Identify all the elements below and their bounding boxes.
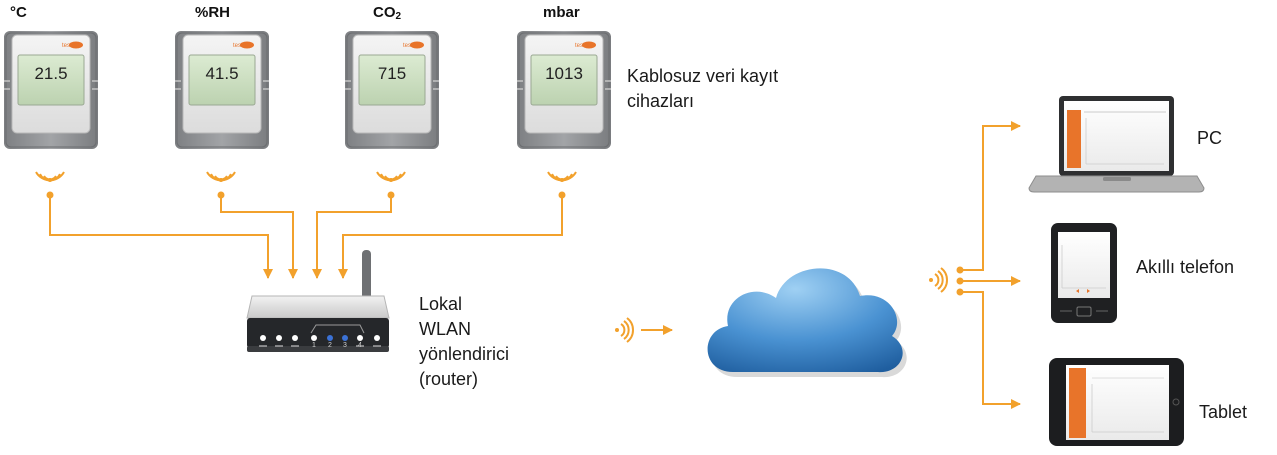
unit-label-humidity: %RH [195, 4, 231, 21]
laptop-icon [1028, 96, 1205, 193]
smartphone-icon [1051, 223, 1117, 323]
tablet-icon [1049, 358, 1184, 446]
router-port-label: 3 [343, 342, 347, 349]
logger-device-co2 [344, 30, 440, 150]
router-port-label: 1 [312, 342, 316, 349]
wlan-router [246, 250, 390, 352]
wireless-signal-icon [206, 171, 236, 183]
loggers-caption: Kablosuz veri kayıt cihazları [627, 66, 779, 111]
unit-label-co2: CO2 [373, 4, 402, 22]
wireless-signal-icon [547, 171, 577, 183]
device-connection-lines [956, 121, 1021, 409]
logger-device-pressure [516, 30, 612, 150]
wireless-signal-icon [614, 317, 634, 343]
reading-co2: 715 [377, 64, 407, 83]
logger-device-temperature [3, 30, 99, 150]
unit-label-temperature: °C [10, 4, 27, 21]
reading-pressure: 1013 [545, 64, 583, 83]
router-port-label: 4 [358, 342, 362, 349]
unit-label-pressure: mbar [543, 4, 580, 21]
pc-caption: PC [1197, 128, 1223, 148]
wireless-signal-icon [376, 171, 406, 183]
logger-device-humidity [174, 30, 270, 150]
router-port-label: 2 [328, 342, 332, 349]
cloud-icon [707, 268, 907, 378]
smartphone-caption: Akıllı telefon [1136, 257, 1235, 277]
logger-connection-lines [46, 191, 566, 279]
wireless-signal-icon [35, 171, 65, 183]
wireless-signal-icon [928, 267, 948, 293]
tablet-caption: Tablet [1199, 402, 1248, 422]
router-port-numbers: 1 2 3 4 [308, 342, 380, 352]
router-caption: Lokal WLAN yönlendirici (router) [419, 294, 510, 389]
reading-humidity: 41.5 [205, 64, 239, 83]
reading-temperature: 21.5 [34, 64, 68, 83]
